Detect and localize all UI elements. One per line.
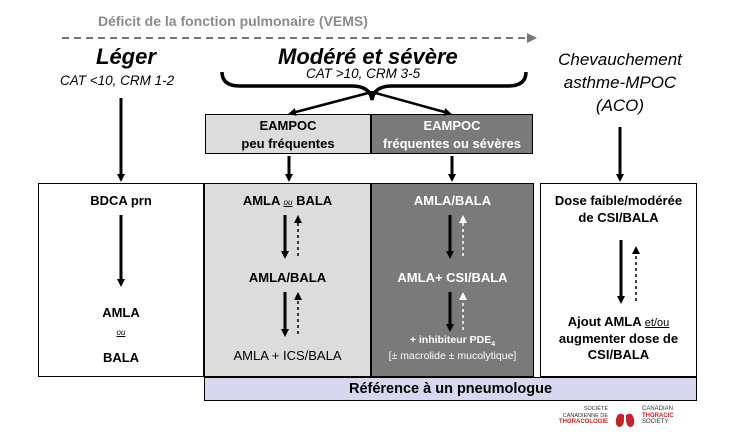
arrow-to-infrequent [288, 90, 373, 116]
leger-title: Léger [96, 44, 156, 69]
leger-criteria: CAT <10, CRM 1-2 [60, 73, 175, 88]
aco-line3: (ACO) [595, 96, 645, 115]
frequent-step2: AMLA+ CSI/BALA [397, 270, 508, 285]
infrequent-step3: AMLA + ICS/BALA [233, 348, 342, 363]
severity-axis-label: Déficit de la fonction pulmonaire (VEMS) [98, 13, 368, 29]
aco-bottom-line1: Ajout AMLA et/ou [540, 314, 697, 331]
infrequent-step1-b: BALA [296, 193, 333, 208]
referral-label: Référence à un pneumologue [348, 381, 553, 397]
leger-amla: AMLA [102, 305, 140, 320]
leger-bdca: BDCA prn [90, 193, 152, 208]
frequent-step3b: [± macrolide ± mucolytique] [388, 350, 517, 362]
aco-bottom: Ajout AMLA et/ou augmenter dose de CSI/B… [540, 314, 697, 363]
logo-en-line2: THORACIC [642, 412, 674, 419]
lungs-icon [615, 408, 635, 427]
exacerbation-frequent-line2: fréquentes ou sévères [382, 136, 521, 151]
logo-fr-line1: SOCIÉTÉ [583, 406, 608, 412]
column-frequent [371, 183, 534, 377]
infrequent-step2: AMLA/BALA [248, 270, 327, 285]
logo-fr-line3: THORACOLOGIE [559, 419, 608, 425]
aco-bottom-line1-b: et/ou [644, 317, 670, 329]
frequent-pde-sub: 4 [491, 341, 496, 349]
aco-top: Dose faible/modérée de CSI/BALA [540, 192, 697, 226]
frequent-step3a: + inhibiteur PDE4 [371, 334, 534, 348]
aco-top-line1: Dose faible/modérée [554, 193, 683, 208]
infrequent-step1-a: AMLA [242, 193, 280, 208]
cts-logo: SOCIÉTÉ CANADIENNE DE THORACOLOGIE CANAD… [538, 405, 718, 433]
modere-criteria: CAT >10, CRM 3-5 [306, 66, 421, 81]
frequent-step1: AMLA/BALA [413, 193, 492, 208]
logo-en-text: CANADIAN THORACIC SOCIETY [642, 406, 674, 426]
modere-title: Modéré et sévère [278, 44, 458, 69]
aco-bottom-line3: CSI/BALA [587, 347, 650, 362]
infrequent-step1: AMLA ou BALA [204, 193, 371, 208]
frequent-pde-text: + inhibiteur PDE [409, 334, 492, 346]
aco-top-line2: de CSI/BALA [578, 210, 659, 225]
logo-fr-text: SOCIÉTÉ CANADIENNE DE THORACOLOGIE [538, 406, 608, 426]
column-aco [540, 183, 697, 377]
leger-bala: BALA [102, 350, 140, 365]
aco-title: Chevauchement asthme-MPOC (ACO) [540, 48, 700, 117]
aco-line1: Chevauchement [558, 50, 682, 69]
exacerbation-infrequent-line2: peu fréquentes [241, 136, 335, 151]
exacerbation-frequent-line1: EAMPOC [423, 118, 481, 133]
exacerbation-infrequent-box: EAMPOC peu fréquentes [205, 114, 371, 154]
leger-ou: ou [116, 328, 126, 337]
referral-bar: Référence à un pneumologue [204, 377, 697, 401]
logo-fr-line2: CANADIENNE DE [562, 412, 608, 419]
infrequent-step1-ou: ou [283, 198, 293, 207]
aco-bottom-line2: augmenter dose de [558, 331, 679, 346]
column-infrequent [204, 183, 371, 377]
arrow-to-frequent [371, 90, 452, 116]
logo-en-line1: CANADIAN [642, 406, 674, 412]
logo-en-line3: SOCIETY [642, 419, 669, 425]
exacerbation-infrequent-line1: EAMPOC [259, 118, 317, 133]
exacerbation-frequent-box: EAMPOC fréquentes ou sévères [371, 114, 533, 154]
brace-modere [220, 71, 528, 101]
aco-line2: asthme-MPOC [563, 73, 677, 92]
aco-bottom-line1-a: Ajout AMLA [567, 314, 645, 329]
